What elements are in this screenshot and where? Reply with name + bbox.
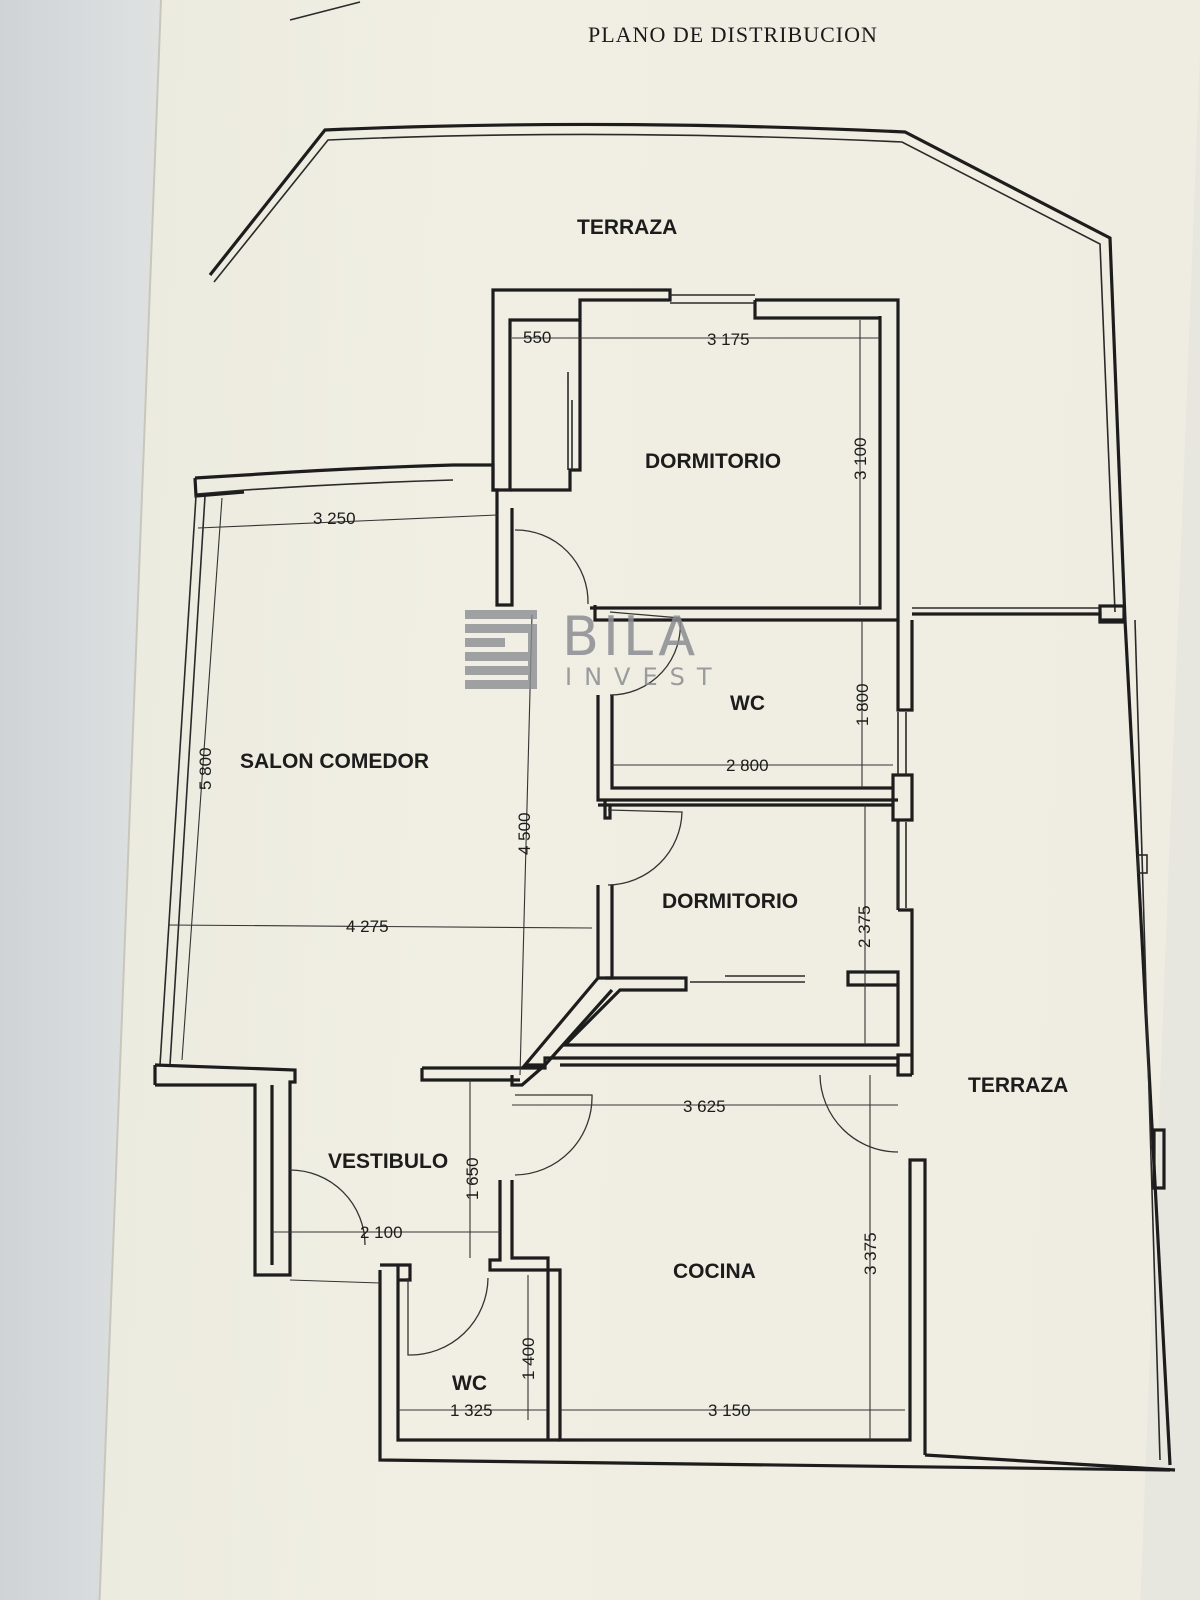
label-cocina: COCINA (673, 1260, 756, 1283)
label-terraza-right: TERRAZA (968, 1074, 1068, 1097)
label-salon-comedor: SALON COMEDOR (240, 750, 429, 773)
dim-1400: 1 400 (519, 1337, 538, 1380)
label-wc-1: WC (730, 692, 765, 715)
dimension-values: 550 3 175 3 100 3 250 1 800 2 800 5 800 … (196, 328, 880, 1420)
dim-2800: 2 800 (726, 756, 769, 775)
dim-1650: 1 650 (463, 1157, 482, 1200)
dim-3150: 3 150 (708, 1401, 751, 1420)
dim-3625: 3 625 (683, 1097, 726, 1116)
dim-1325: 1 325 (450, 1401, 493, 1420)
label-terraza-top: TERRAZA (577, 216, 677, 239)
wc-1-walls (596, 604, 1126, 822)
watermark-sub: INVEST (565, 663, 724, 691)
page-edge-line (289, 1, 361, 21)
terrace-outline (208, 122, 1172, 1466)
watermark-mark-icon (465, 610, 537, 689)
plan-title: PLANO DE DISTRIBUCION (588, 22, 878, 47)
dimension-lines (167, 320, 905, 1440)
label-vestibulo: VESTIBULO (328, 1150, 448, 1173)
room-labels: TERRAZA DORMITORIO WC SALON COMEDOR DORM… (240, 216, 1068, 1395)
watermark-brand: BILA (562, 605, 699, 668)
dim-4275: 4 275 (346, 917, 389, 936)
dim-3250: 3 250 (313, 509, 356, 528)
dim-2375: 2 375 (855, 905, 874, 948)
dim-4500: 4 500 (515, 812, 534, 855)
kitchen-walls (378, 1053, 1176, 1472)
vestibule-walls (153, 1063, 297, 1277)
label-dormitorio-1: DORMITORIO (645, 450, 781, 473)
dim-3375: 3 375 (861, 1232, 880, 1275)
dim-2100: 2 100 (360, 1223, 403, 1242)
label-dormitorio-2: DORMITORIO (662, 890, 798, 913)
label-wc-2: WC (452, 1372, 487, 1395)
dim-1800: 1 800 (853, 683, 872, 726)
dim-5800: 5 800 (196, 747, 215, 790)
dim-3100: 3 100 (851, 437, 870, 480)
bedroom-2-walls (510, 800, 914, 1087)
dim-550: 550 (523, 328, 551, 347)
salon-north-wall (159, 463, 454, 1066)
watermark-logo: BILA INVEST (465, 605, 724, 691)
dim-3175: 3 175 (707, 330, 750, 349)
